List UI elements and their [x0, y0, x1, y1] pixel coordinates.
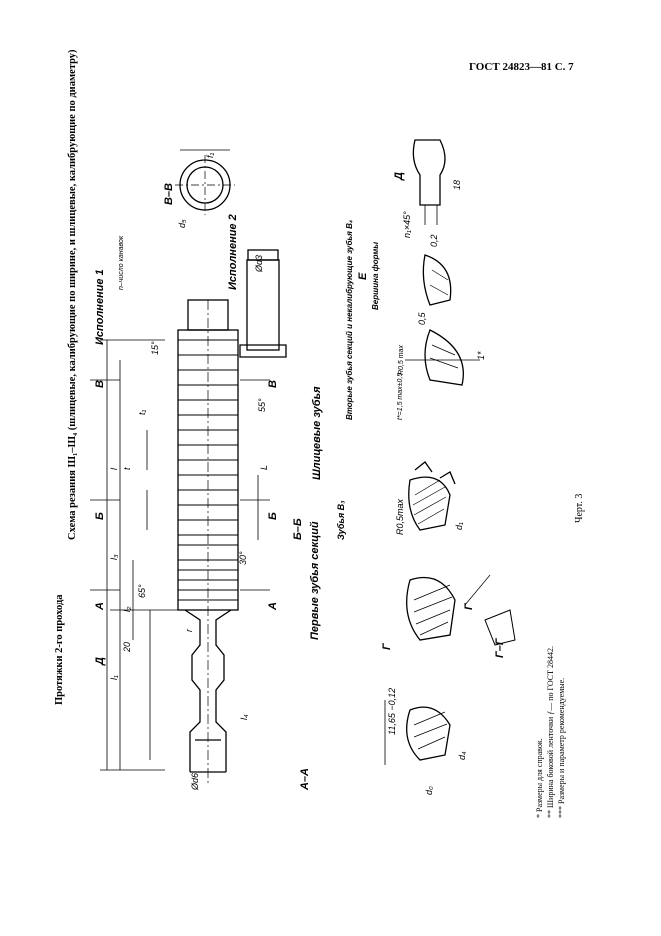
view-d-label: Д: [393, 172, 405, 181]
section-vv-view: [175, 149, 235, 215]
dimension-lines: [90, 339, 270, 771]
marker-a-right: А: [267, 602, 279, 611]
marker-a-left: А: [94, 602, 106, 611]
section-aa-view: [384, 700, 451, 765]
variant-1-label: Исполнение 1: [94, 269, 106, 345]
marker-v-left: В: [94, 380, 106, 388]
marker-v-right: В: [267, 380, 279, 388]
first-teeth-label: Первые зубья секций: [309, 521, 321, 640]
dim-l3: l₃: [109, 554, 119, 560]
dim-rmax: R0,5max: [395, 498, 405, 535]
marker-b-left: Б: [94, 512, 106, 520]
spline-teeth-label: Шлицевые зубья: [311, 386, 323, 480]
dim-d3: Ød3: [254, 255, 264, 273]
dim-L: L: [259, 465, 269, 470]
dim-chamfer: t*=1,5 max±0,5: [397, 373, 404, 420]
dim-t1: t₁: [137, 409, 147, 415]
dim-h18: 18: [452, 180, 462, 190]
section-gg-label: Г–Г: [494, 637, 506, 658]
dim-r1: 1*: [476, 351, 486, 360]
view-d-detail: [412, 139, 446, 225]
broach-body: [177, 249, 287, 785]
section-gg-view: [406, 574, 516, 646]
dim-f1: f₁: [205, 152, 215, 158]
section-hatching: [412, 269, 459, 750]
marker-g-right: Г: [463, 602, 475, 610]
section-bb-view: [408, 461, 456, 531]
variant-2-label: Исполнение 2: [227, 214, 239, 290]
dim-l: l: [109, 467, 119, 470]
dim-r: r: [184, 628, 194, 632]
marker-g-left: Г: [381, 642, 393, 650]
dim-l2: l₂: [122, 606, 132, 612]
dim-r05: 0,5: [417, 311, 427, 325]
dim-r02: 0,2: [429, 234, 439, 247]
second-teeth-label: Вторые зубья секций и некалибрующие зубь…: [345, 220, 354, 420]
dim-nx45: n₁×45°: [402, 211, 412, 238]
tip-form-label: Вершина формы: [371, 242, 380, 310]
dim-20: 20: [122, 642, 132, 653]
marker-b-right: Б: [267, 512, 279, 520]
section-aa-label: А–А: [299, 768, 311, 791]
dim-d6: Ød6: [190, 773, 200, 791]
dim-30: 30°: [238, 551, 248, 565]
page-header: ГОСТ 24823—81 С. 7: [469, 61, 574, 73]
dim-d1: d₁: [454, 522, 464, 530]
dim-n-grooves: n–число канавок: [118, 235, 125, 290]
teeth-b3-label: Зубья В₃: [336, 500, 346, 540]
dim-d5: d₅: [177, 219, 187, 228]
dim-15: 15°: [150, 341, 160, 355]
dim-55: 55°: [257, 398, 267, 412]
dim-t: t: [122, 467, 132, 470]
dim-l4: l₄: [239, 714, 249, 720]
section-bb-label: Б–Б: [292, 518, 304, 540]
dim-65: 65°: [137, 584, 147, 598]
marker-d: Д: [94, 657, 106, 666]
view-e-label: Е: [357, 272, 369, 280]
section-vv-label: В–В: [163, 183, 175, 205]
detail-e-view: [405, 254, 480, 386]
dim-bevel: 11,65 −0,12: [387, 688, 397, 735]
dim-l1: l₁: [109, 675, 119, 680]
dim-r005: R0,5 max: [398, 345, 405, 375]
dim-d0: d₀: [424, 786, 434, 795]
dim-d4: d₄: [457, 751, 467, 760]
